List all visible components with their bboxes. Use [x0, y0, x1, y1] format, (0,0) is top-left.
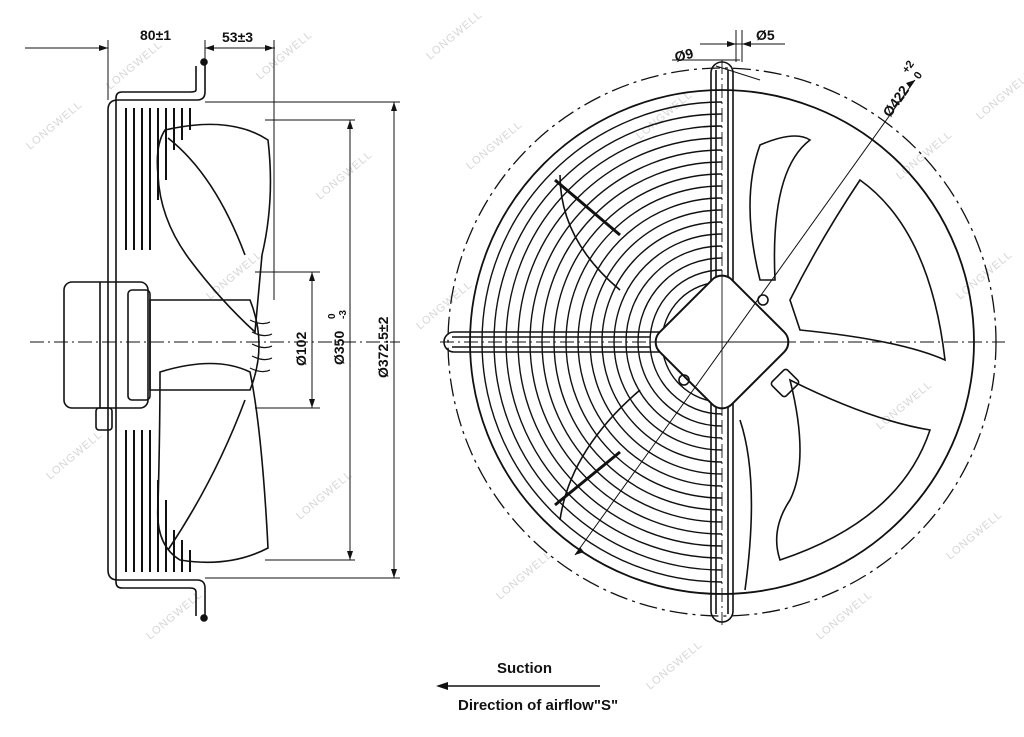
airflow-direction-label: Direction of airflow"S" [458, 697, 618, 714]
terminal-box [770, 368, 800, 398]
watermark-text: LONGWELL [254, 29, 315, 83]
front-blade-1 [749, 135, 812, 281]
watermark-text: LONGWELL [494, 549, 555, 603]
watermark-text: LONGWELL [424, 9, 485, 63]
guard-ring [637, 257, 723, 427]
dim-hub-dia: Ø102 [293, 332, 309, 366]
hub-fins [249, 319, 273, 373]
guard-inner [115, 66, 197, 616]
cable-gland [95, 407, 113, 431]
dim-mount-dia-tol-upper: +2 [900, 59, 917, 76]
front-view [440, 30, 1005, 625]
watermark-text: LONGWELL [414, 279, 475, 333]
mount-pin-bottom [200, 614, 208, 622]
side-dimension-lines [25, 40, 400, 579]
mount-pin-top [200, 58, 208, 66]
watermark-text: LONGWELL [464, 119, 525, 173]
dim-blade-dia-main: Ø350 [331, 331, 347, 365]
watermark-text: LONGWELL [24, 99, 85, 153]
watermark-text: LONGWELL [294, 469, 355, 523]
motor-body [63, 281, 149, 409]
guard-outline [107, 62, 206, 618]
dim-blade-dia: Ø350 0 -3 [327, 310, 349, 365]
watermark-text: LONGWELL [974, 69, 1024, 123]
watermark-text: LONGWELL [944, 509, 1005, 563]
guard-ring [529, 149, 723, 535]
side-view [25, 40, 400, 622]
dim-mount-dia: Ø422 +2 0 [879, 59, 925, 120]
watermark-text: LONGWELL [954, 249, 1015, 303]
guard-ring [493, 113, 723, 571]
dim-blade-dia-tol-lower: -3 [338, 310, 349, 319]
dim-mount-dia-tol-lower: 0 [912, 70, 925, 82]
dim-mount-depth: 80±1 [140, 27, 171, 43]
airflow-suction-label: Suction [497, 660, 552, 677]
front-arrowheads [575, 41, 915, 555]
guard-ring [589, 209, 723, 475]
guard-ring [613, 233, 723, 451]
blade-lower-edge [167, 399, 246, 551]
side-arrowheads [99, 45, 397, 578]
watermark-text: LONGWELL [314, 149, 375, 203]
fan-hub [149, 299, 260, 391]
blade-lower [156, 362, 269, 564]
guard-ring [541, 161, 723, 523]
blade-upper [156, 123, 272, 334]
watermark-text: LONGWELL [204, 249, 265, 303]
blade-upper-edge [167, 137, 246, 256]
watermark-text: LONGWELL [104, 39, 165, 93]
mount-dia-leader [574, 79, 916, 556]
front-blade-3 [775, 378, 932, 562]
front-blade-2 [789, 178, 946, 362]
guard-ring [481, 101, 723, 583]
guard-ring [625, 245, 723, 439]
front-blade-5 [559, 174, 621, 291]
watermark-text: LONGWELL [44, 429, 105, 483]
airflow-arrow-icon [436, 682, 448, 690]
dim-mount-dia-main: Ø422 [879, 82, 912, 119]
guard-ring [505, 125, 723, 559]
guard-ring [517, 137, 723, 547]
guard-ring [553, 173, 723, 511]
dim-blade-offset: 53±3 [222, 29, 253, 45]
watermark-text: LONGWELL [644, 639, 705, 693]
front-blade-4 [739, 419, 753, 591]
guard-ring [577, 197, 723, 487]
hub-bolt-lower [678, 374, 690, 386]
guard-ring [601, 221, 723, 463]
dim-slot-dia: Ø5 [756, 27, 775, 43]
dim-blade-dia-tol-upper: 0 [327, 313, 338, 319]
front-blade-6 [559, 389, 641, 521]
airflow-legend: Suction Direction of airflow"S" [436, 660, 618, 714]
dim-hole-dia: Ø9 [673, 45, 695, 65]
guard-rings [481, 101, 723, 583]
guard-ring [565, 185, 723, 499]
dim-guard-dia: Ø372.5±2 [375, 316, 391, 378]
